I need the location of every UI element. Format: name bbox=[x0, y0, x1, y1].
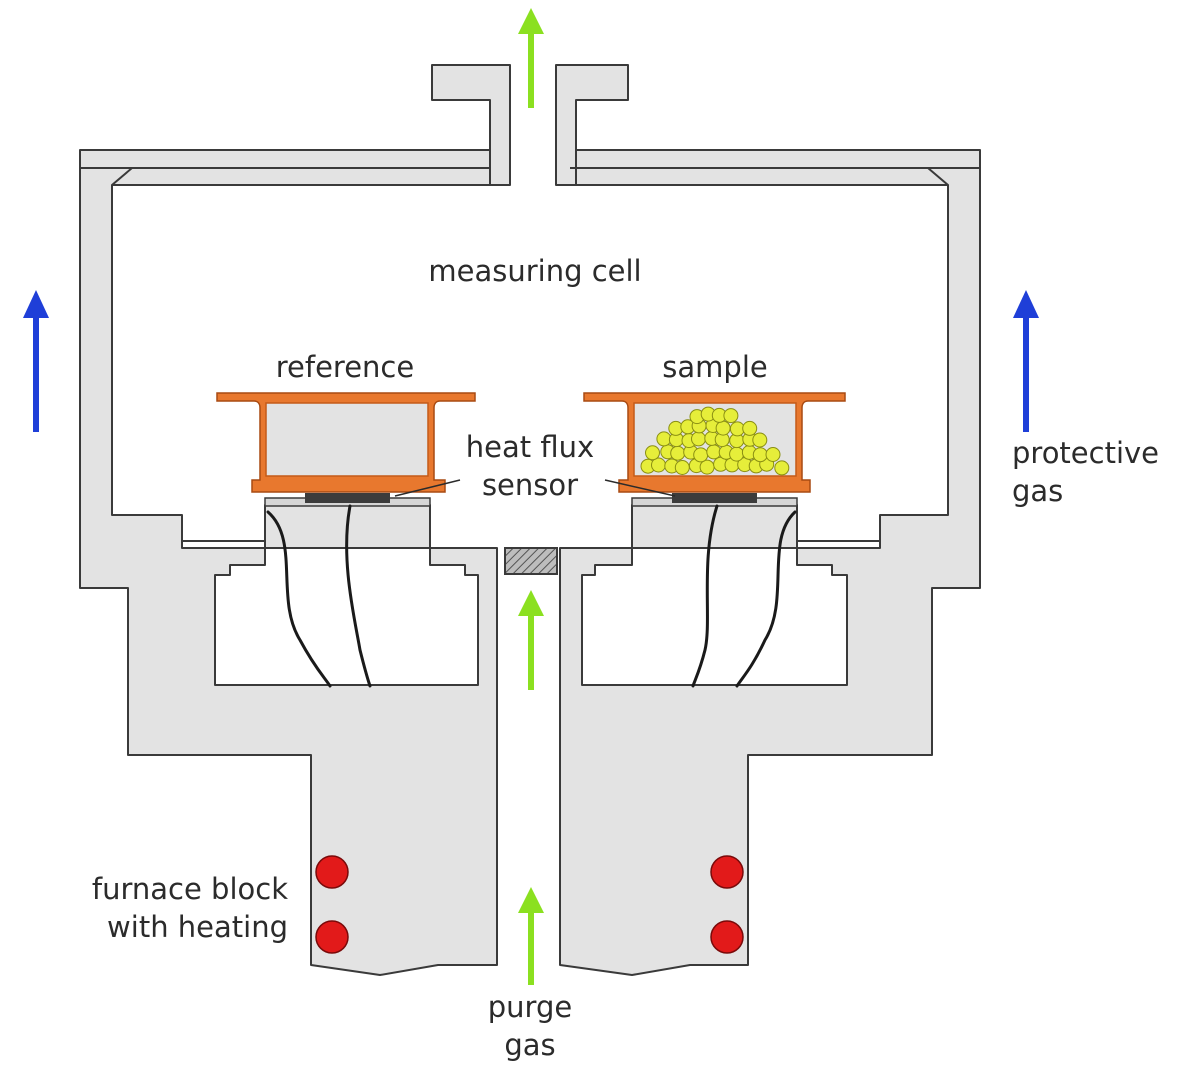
sample-grain bbox=[742, 420, 758, 436]
furnace-block-label: furnace block with heating bbox=[60, 870, 288, 946]
purge-gas-arrows bbox=[518, 8, 544, 985]
arrow-up-icon bbox=[518, 8, 544, 108]
heating-coil-icon bbox=[710, 855, 744, 889]
sensor-wires bbox=[266, 504, 797, 688]
sample-label: sample bbox=[662, 350, 768, 384]
sample-grain bbox=[765, 447, 781, 462]
sample-grain bbox=[723, 408, 739, 424]
sensor-plates bbox=[264, 493, 798, 507]
heating-coil-icon bbox=[315, 920, 349, 954]
heat-flux-sensor-label: heat flux sensor bbox=[440, 428, 620, 504]
arrow-up-icon bbox=[1013, 290, 1039, 432]
sample-grain bbox=[752, 432, 768, 448]
arrow-up-icon bbox=[518, 590, 544, 690]
sample-grain bbox=[706, 444, 722, 460]
sample-grain bbox=[645, 445, 660, 461]
sample-grain bbox=[774, 460, 790, 476]
sample-grain bbox=[656, 431, 672, 447]
reference-crucible bbox=[216, 392, 476, 493]
heat-flux-label-line1: heat flux bbox=[465, 430, 595, 464]
arrow-up-icon bbox=[518, 887, 544, 985]
arrow-up-icon bbox=[23, 290, 49, 432]
furnace-line1: furnace block bbox=[91, 872, 288, 906]
heating-coil-icon bbox=[315, 855, 349, 889]
protective-gas-line1: protective bbox=[1012, 436, 1160, 470]
sample-grains bbox=[640, 406, 790, 476]
protective-gas-arrows bbox=[23, 290, 1039, 432]
housing-details bbox=[80, 167, 980, 542]
purge-line1: purge bbox=[487, 990, 573, 1024]
heat-flux-label-line2: sensor bbox=[481, 468, 579, 502]
furnace-line2: with heating bbox=[107, 910, 288, 944]
sample-grain bbox=[752, 447, 768, 463]
protective-gas-label: protective gas bbox=[1012, 434, 1187, 510]
reference-sensor bbox=[305, 493, 390, 503]
reference-label: reference bbox=[275, 350, 415, 384]
sample-sensor bbox=[672, 493, 757, 503]
heat-flux-leaders bbox=[394, 479, 676, 497]
measuring-cell-label: measuring cell bbox=[428, 254, 642, 288]
heating-coils bbox=[315, 855, 744, 954]
heating-coil-icon bbox=[710, 920, 744, 954]
sample-grain bbox=[729, 446, 745, 462]
sample-grain bbox=[691, 431, 706, 447]
purge-gas-label: purge gas bbox=[460, 988, 600, 1064]
protective-gas-line2: gas bbox=[1012, 474, 1064, 508]
housing-left bbox=[79, 64, 511, 976]
sample-grain bbox=[674, 460, 690, 475]
purge-gas-plug bbox=[504, 547, 558, 575]
sample-grain bbox=[693, 447, 709, 463]
housing-right bbox=[555, 64, 981, 976]
sample-grain bbox=[670, 445, 686, 461]
purge-line2: gas bbox=[504, 1028, 556, 1062]
sample-grain bbox=[715, 420, 731, 436]
